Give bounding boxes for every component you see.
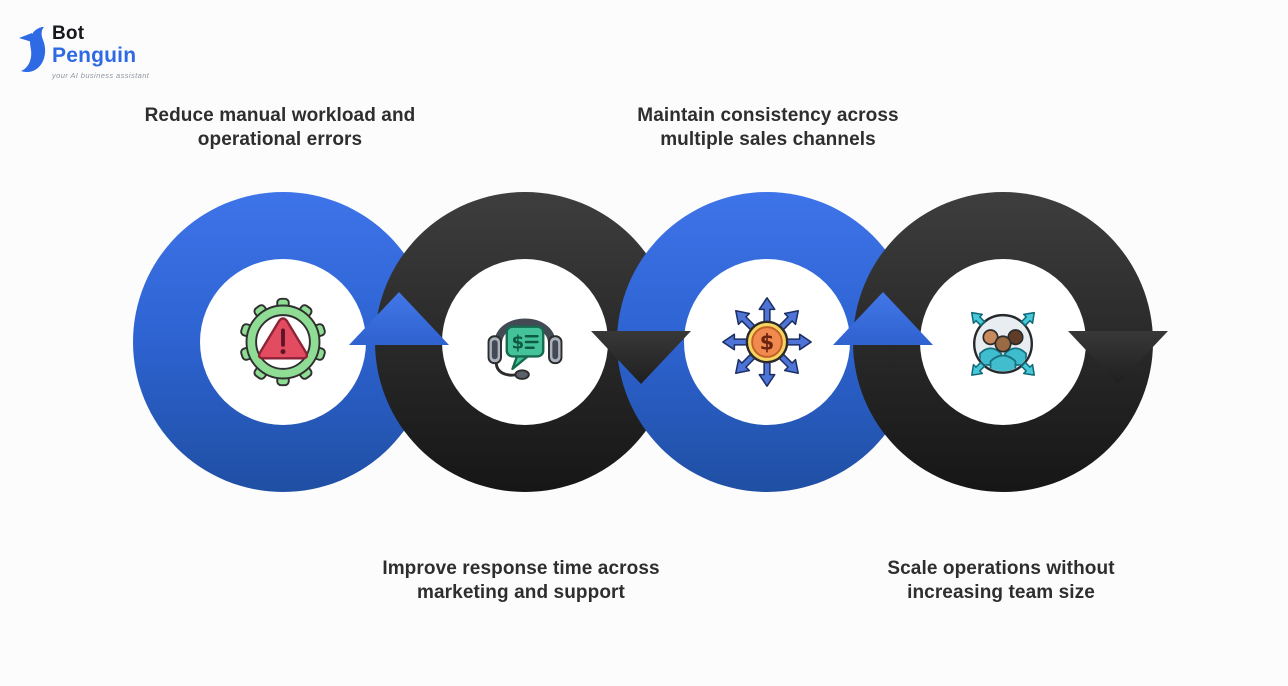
- step-ring-4: [853, 192, 1153, 492]
- gear-warning-icon: [240, 297, 326, 387]
- support-headset-icon: $: [487, 318, 563, 380]
- revenue-distribution-icon: $: [722, 297, 812, 387]
- logo-word-bot: Bot: [52, 23, 85, 44]
- team-scaling-icon: [971, 311, 1035, 376]
- svg-text:$: $: [760, 330, 775, 355]
- step-label-1: Reduce manual workload and operational e…: [144, 105, 416, 151]
- svg-text:$: $: [512, 333, 525, 354]
- logo-text: Bot Penguin your AI business assistant: [52, 24, 149, 80]
- logo-tagline: your AI business assistant: [52, 71, 150, 80]
- penguin-icon: [19, 27, 46, 73]
- step-label-3: Maintain consistency across multiple sal…: [637, 105, 899, 151]
- step-label-2: Improve response time across marketing a…: [382, 558, 660, 604]
- step-label-4: Scale operations without increasing team…: [887, 558, 1115, 604]
- logo-word-penguin: Penguin: [52, 44, 137, 67]
- botpenguin-logo: Bot Penguin your AI business assistant: [16, 22, 216, 92]
